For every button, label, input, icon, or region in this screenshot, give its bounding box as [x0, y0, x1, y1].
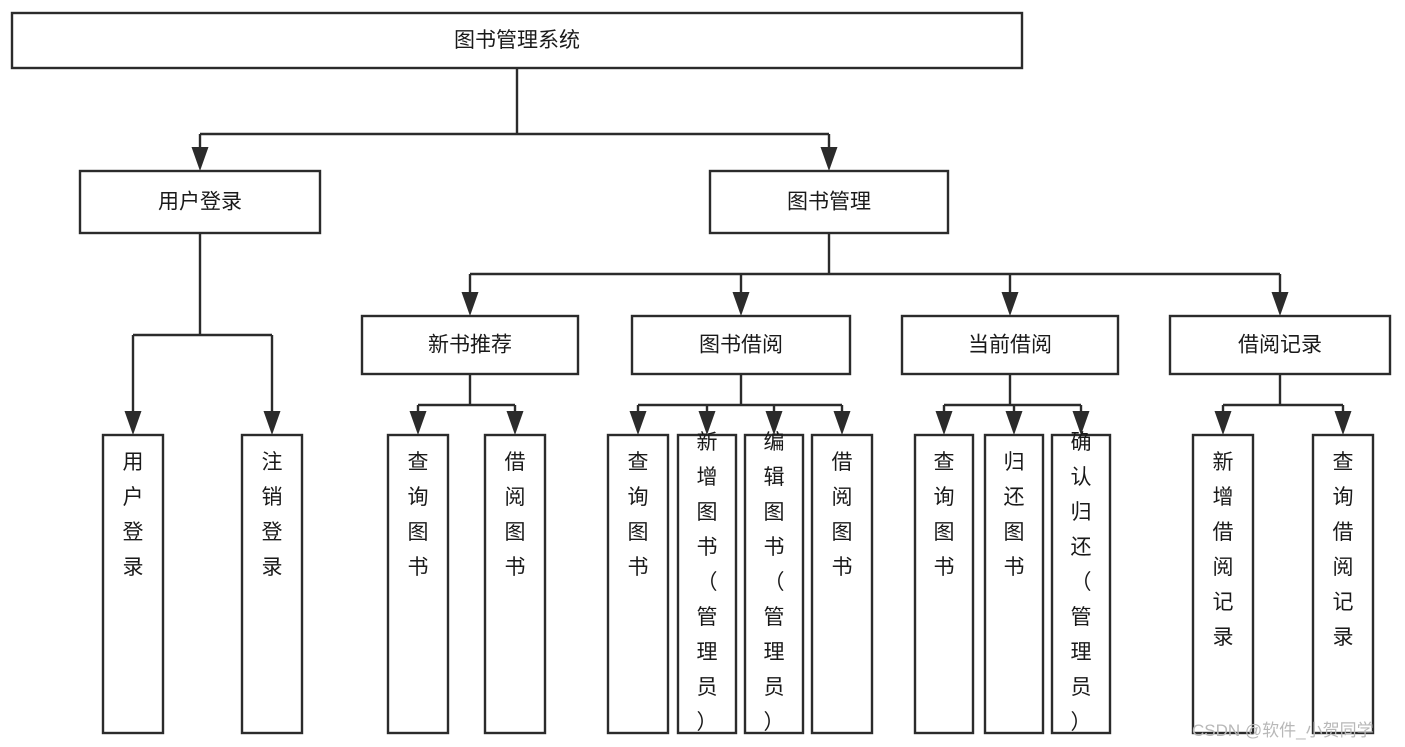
- node-box-leaf-add-book: [676, 433, 738, 735]
- node-label-user-login: 用户登录: [158, 191, 242, 214]
- arrow-head-leaf-borrow-book-1: [506, 411, 524, 435]
- node-label-book-manage: 图书管理: [787, 191, 871, 214]
- node-leaf-add-book[interactable]: 新增图书（管理员）: [676, 431, 738, 735]
- node-label-leaf-confirm-return: 确认归还（管理员）: [1071, 431, 1092, 734]
- arrow-head-leaf-confirm-return: [1072, 411, 1090, 435]
- node-box-leaf-query-record: [1311, 433, 1375, 735]
- arrow-head-leaf-add-record: [1214, 411, 1232, 435]
- node-box-leaf-query-book-1: [386, 433, 450, 735]
- node-box-leaf-confirm-return: [1050, 433, 1112, 735]
- node-box-user-login: [78, 169, 322, 235]
- arrow-head-leaf-borrow-book-2: [833, 411, 851, 435]
- arrow-head-book-manage: [820, 147, 838, 171]
- node-root[interactable]: 图书管理系统: [10, 11, 1024, 70]
- node-box-borrow-record: [1168, 314, 1392, 376]
- arrow-head-leaf-user-login: [124, 411, 142, 435]
- node-leaf-borrow-book-1[interactable]: 借阅图书: [483, 433, 547, 735]
- node-leaf-query-book-2[interactable]: 查询图书: [606, 433, 670, 735]
- node-box-leaf-borrow-book-2: [810, 433, 874, 735]
- node-label-borrow-record: 借阅记录: [1238, 334, 1322, 357]
- node-label-leaf-edit-book: 编辑图书（管理员）: [764, 431, 785, 734]
- arrow-head-current-borrow: [1001, 292, 1019, 316]
- arrow-head-leaf-query-book-3: [935, 411, 953, 435]
- node-label-leaf-query-book-3: 查询图书: [934, 451, 955, 579]
- node-leaf-confirm-return[interactable]: 确认归还（管理员）: [1050, 431, 1112, 735]
- node-box-leaf-query-book-2: [606, 433, 670, 735]
- node-leaf-add-record[interactable]: 新增借阅记录: [1191, 433, 1255, 735]
- node-leaf-query-record[interactable]: 查询借阅记录: [1311, 433, 1375, 735]
- node-label-leaf-return-book: 归还图书: [1004, 451, 1025, 579]
- node-label-book-borrow: 图书借阅: [699, 334, 783, 357]
- node-borrow-record[interactable]: 借阅记录: [1168, 314, 1392, 376]
- node-label-leaf-add-book: 新增图书（管理员）: [697, 431, 718, 734]
- node-label-leaf-user-login: 用户登录: [123, 451, 144, 579]
- node-label-leaf-user-logout: 注销登录: [262, 451, 283, 579]
- arrow-head-borrow-record: [1271, 292, 1289, 316]
- node-book-manage[interactable]: 图书管理: [708, 169, 950, 235]
- node-label-leaf-borrow-book-1: 借阅图书: [505, 451, 526, 579]
- node-box-leaf-user-logout: [240, 433, 304, 735]
- arrow-head-leaf-query-record: [1334, 411, 1352, 435]
- node-label-leaf-borrow-book-2: 借阅图书: [832, 451, 853, 579]
- arrow-head-leaf-user-logout: [263, 411, 281, 435]
- arrow-head-user-login: [191, 147, 209, 171]
- node-layer: 图书管理系统用户登录图书管理新书推荐图书借阅当前借阅借阅记录用户登录注销登录查询…: [10, 11, 1392, 735]
- node-box-book-borrow: [630, 314, 852, 376]
- node-current-borrow[interactable]: 当前借阅: [900, 314, 1120, 376]
- node-leaf-query-book-1[interactable]: 查询图书: [386, 433, 450, 735]
- node-label-new-book-rec: 新书推荐: [428, 334, 512, 357]
- node-box-new-book-rec: [360, 314, 580, 376]
- node-leaf-query-book-3[interactable]: 查询图书: [913, 433, 975, 735]
- node-label-leaf-add-record: 新增借阅记录: [1213, 451, 1234, 649]
- node-box-root: [10, 11, 1024, 70]
- node-leaf-edit-book[interactable]: 编辑图书（管理员）: [743, 431, 805, 735]
- node-user-login[interactable]: 用户登录: [78, 169, 322, 235]
- arrow-head-leaf-query-book-2: [629, 411, 647, 435]
- arrow-head-book-borrow: [732, 292, 750, 316]
- node-leaf-user-login[interactable]: 用户登录: [101, 433, 165, 735]
- node-box-leaf-return-book: [983, 433, 1045, 735]
- arrow-head-new-book-rec: [461, 292, 479, 316]
- node-leaf-user-logout[interactable]: 注销登录: [240, 433, 304, 735]
- node-leaf-return-book[interactable]: 归还图书: [983, 433, 1045, 735]
- connector-layer: [124, 68, 1352, 435]
- node-label-leaf-query-book-2: 查询图书: [628, 451, 649, 579]
- node-book-borrow[interactable]: 图书借阅: [630, 314, 852, 376]
- node-leaf-borrow-book-2[interactable]: 借阅图书: [810, 433, 874, 735]
- arrow-head-leaf-return-book: [1005, 411, 1023, 435]
- node-box-current-borrow: [900, 314, 1120, 376]
- node-box-leaf-borrow-book-1: [483, 433, 547, 735]
- node-box-book-manage: [708, 169, 950, 235]
- node-label-leaf-query-record: 查询借阅记录: [1333, 451, 1354, 649]
- node-box-leaf-user-login: [101, 433, 165, 735]
- node-label-leaf-query-book-1: 查询图书: [408, 451, 429, 579]
- node-label-root: 图书管理系统: [454, 29, 580, 52]
- arrow-head-leaf-query-book-1: [409, 411, 427, 435]
- node-box-leaf-edit-book: [743, 433, 805, 735]
- node-box-leaf-add-record: [1191, 433, 1255, 735]
- node-label-current-borrow: 当前借阅: [968, 334, 1052, 357]
- node-box-leaf-query-book-3: [913, 433, 975, 735]
- node-new-book-rec[interactable]: 新书推荐: [360, 314, 580, 376]
- arrow-head-leaf-add-book: [698, 411, 716, 435]
- arrow-head-leaf-edit-book: [765, 411, 783, 435]
